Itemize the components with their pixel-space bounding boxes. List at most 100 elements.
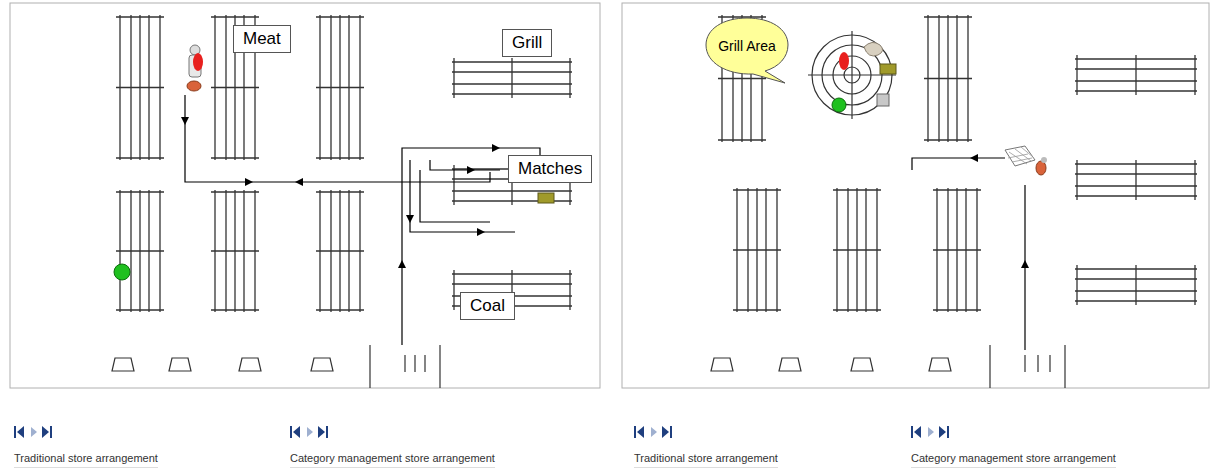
stroke [989, 345, 990, 388]
stroke [1135, 160, 1136, 200]
stroke [211, 87, 259, 88]
shopper-path [912, 158, 1025, 350]
stroke [511, 58, 512, 98]
stroke [1135, 55, 1136, 95]
control-icon [914, 426, 921, 438]
caption-text: Category management store arrangement [911, 452, 1116, 468]
stroke [1194, 55, 1195, 95]
stroke [453, 165, 454, 205]
stroke [924, 78, 972, 79]
player-controls [14, 426, 949, 438]
caption-text: Category management store arrangement [290, 452, 495, 468]
stroke [1194, 265, 1195, 305]
arrowhead [406, 215, 414, 223]
stroke [924, 16, 972, 17]
stroke [929, 358, 951, 371]
label-text: Coal [470, 296, 505, 315]
stroke [733, 309, 781, 310]
stroke [733, 249, 781, 250]
control-icon [42, 426, 49, 438]
stroke [1037, 355, 1038, 372]
arrowhead [295, 178, 303, 186]
stroke [316, 250, 364, 251]
stroke [414, 355, 415, 372]
control-icon [293, 426, 300, 438]
stroke [316, 16, 364, 17]
caption-text: Traditional store arrangement [634, 452, 778, 468]
stroke [1076, 55, 1077, 95]
stroke [1049, 355, 1050, 372]
stroke [933, 309, 981, 310]
arrowhead [398, 260, 406, 268]
label-text: Meat [243, 29, 281, 48]
arrowhead [492, 144, 500, 152]
stroke [1064, 345, 1065, 388]
label-text: Grill Area [717, 38, 777, 55]
control-icon [947, 426, 949, 438]
stroke [453, 270, 454, 310]
control-icon [651, 427, 657, 437]
stroke [833, 249, 881, 250]
label-text: Matches [518, 159, 582, 178]
section-label: Grill [502, 29, 552, 57]
section-label: Coal [460, 292, 515, 320]
control-icon [662, 426, 669, 438]
stroke [833, 309, 881, 310]
stroke [116, 191, 164, 192]
stroke [239, 358, 261, 371]
matches-item [538, 193, 554, 203]
control-icon [928, 427, 934, 437]
stroke [569, 58, 570, 98]
control-icon [290, 426, 292, 438]
stroke [116, 250, 164, 251]
stroke [211, 16, 259, 17]
stroke [1194, 160, 1195, 200]
stroke [404, 355, 405, 372]
section-label: Matches [508, 155, 592, 183]
stroke [1135, 265, 1136, 305]
stroke [1076, 160, 1077, 200]
stroke [116, 16, 164, 17]
control-icon [911, 426, 913, 438]
control-icon [670, 426, 672, 438]
stroke [316, 157, 364, 158]
stroke [211, 191, 259, 192]
stroke [851, 358, 873, 371]
grill-target [808, 31, 896, 119]
stroke [833, 189, 881, 190]
control-icon [14, 426, 16, 438]
arrowhead [181, 117, 189, 125]
stroke [439, 345, 440, 388]
stroke [211, 157, 259, 158]
stroke [933, 249, 981, 250]
stroke [779, 358, 801, 371]
stroke [569, 270, 570, 310]
section-label: Meat [233, 25, 291, 53]
product-dot [114, 264, 130, 280]
grill-products [832, 42, 896, 112]
stroke [718, 139, 766, 140]
stroke [316, 87, 364, 88]
stroke [733, 189, 781, 190]
shopper-path [185, 95, 540, 345]
stroke [211, 309, 259, 310]
label-text: Grill [512, 33, 542, 52]
stroke [453, 58, 454, 98]
stroke [1076, 265, 1077, 305]
control-icon [307, 427, 313, 437]
control-icon [634, 426, 636, 438]
shopper-cart [1005, 146, 1047, 175]
panel-frame [622, 3, 1209, 388]
path-arrows [181, 117, 1029, 268]
stroke [211, 250, 259, 251]
control-icon [939, 426, 946, 438]
caption-text: Traditional store arrangement [14, 452, 158, 468]
stroke [116, 309, 164, 310]
stroke [924, 139, 972, 140]
stroke [711, 358, 733, 371]
speech-bubble: Grill Area [705, 17, 789, 75]
shopper-figure [187, 45, 203, 91]
control-icon [637, 426, 644, 438]
stroke [718, 16, 766, 17]
stroke [424, 355, 425, 372]
